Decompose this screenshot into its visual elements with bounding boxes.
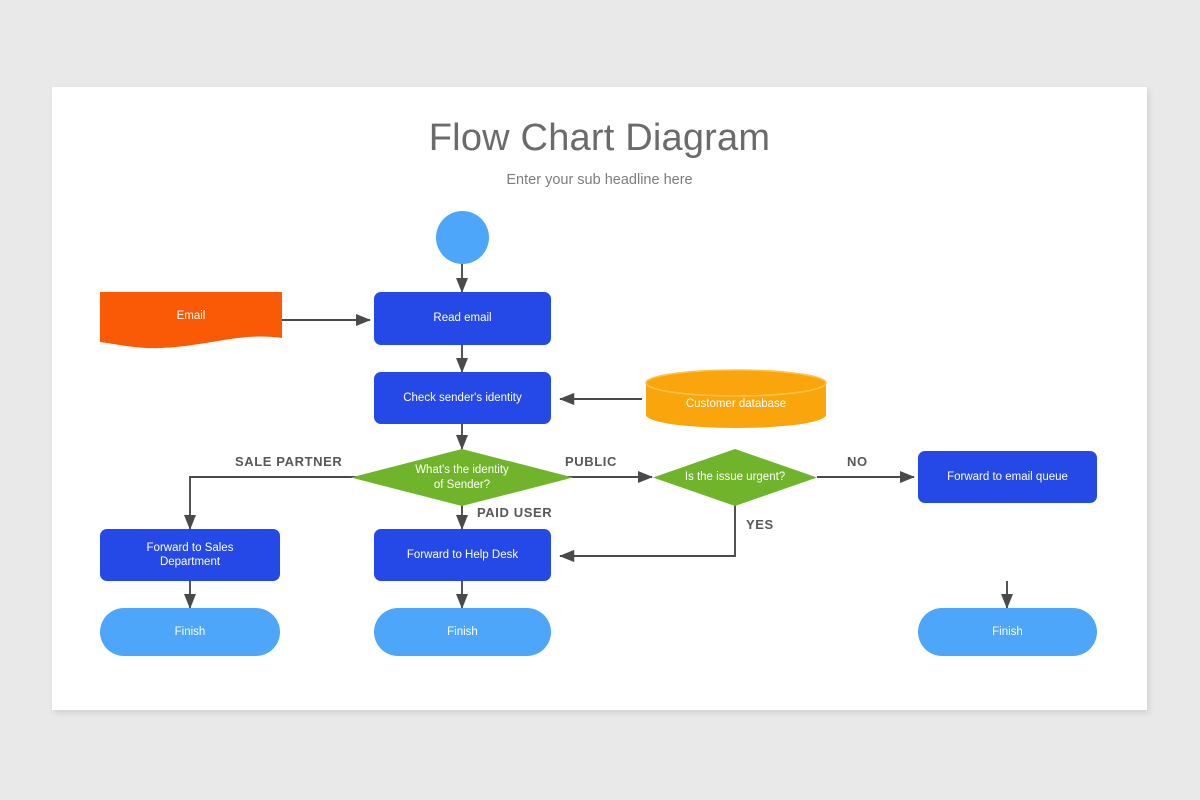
finish-terminator-sales-label: Finish [174, 625, 206, 638]
finish-terminator-sales[interactable]: Finish [100, 608, 280, 656]
check-sender-identity-process[interactable]: Check sender's identity [374, 372, 551, 424]
slide-canvas: Flow Chart Diagram Enter your sub headli… [52, 87, 1147, 710]
page-title: Flow Chart Diagram [428, 117, 771, 159]
connector-urgent-yes-to-helpdesk [559, 505, 736, 563]
forward-to-help-desk-label: Forward to Help Desk [406, 548, 519, 561]
finish-terminator-queue[interactable]: Finish [918, 608, 1097, 656]
email-document[interactable] [100, 292, 282, 350]
finish-terminator-helpdesk[interactable]: Finish [374, 608, 551, 656]
finish-terminator-queue-label: Finish [992, 625, 1023, 638]
start-node[interactable] [436, 211, 489, 264]
finish-terminator-helpdesk-label: Finish [447, 625, 478, 638]
flowchart: Email Read email Check sender's identity… [52, 87, 1147, 710]
customer-database-store[interactable] [645, 369, 827, 428]
forward-to-sales-process[interactable]: Forward to Sales Department [100, 529, 280, 581]
forward-to-sales-label-line2: Department [159, 556, 221, 568]
forward-to-email-queue-process[interactable]: Forward to email queue [918, 451, 1097, 503]
read-email-process[interactable]: Read email [374, 292, 551, 345]
check-sender-identity-label: Check sender's identity [403, 391, 522, 404]
forward-to-sales-label: Forward to Sales Department [147, 541, 234, 570]
forward-to-email-queue-label: Forward to email queue [947, 470, 1068, 483]
edge-label-paid-user: PAID USER [477, 505, 553, 520]
identity-decision[interactable] [351, 449, 573, 506]
connector-layer [183, 264, 1014, 609]
connector-decision-to-sales [183, 476, 407, 530]
edge-label-yes: YES [746, 517, 774, 532]
edge-label-public: PUBLIC [565, 454, 617, 469]
edge-label-sale-partner: SALE PARTNER [235, 454, 343, 469]
read-email-label: Read email [433, 312, 492, 325]
forward-to-help-desk-process[interactable]: Forward to Help Desk [374, 529, 551, 581]
issue-urgent-decision[interactable] [653, 449, 817, 506]
page-subtitle: Enter your sub headline here [506, 172, 693, 188]
forward-to-sales-label-line1: Forward to Sales [146, 541, 234, 554]
edge-label-no: NO [847, 454, 868, 469]
